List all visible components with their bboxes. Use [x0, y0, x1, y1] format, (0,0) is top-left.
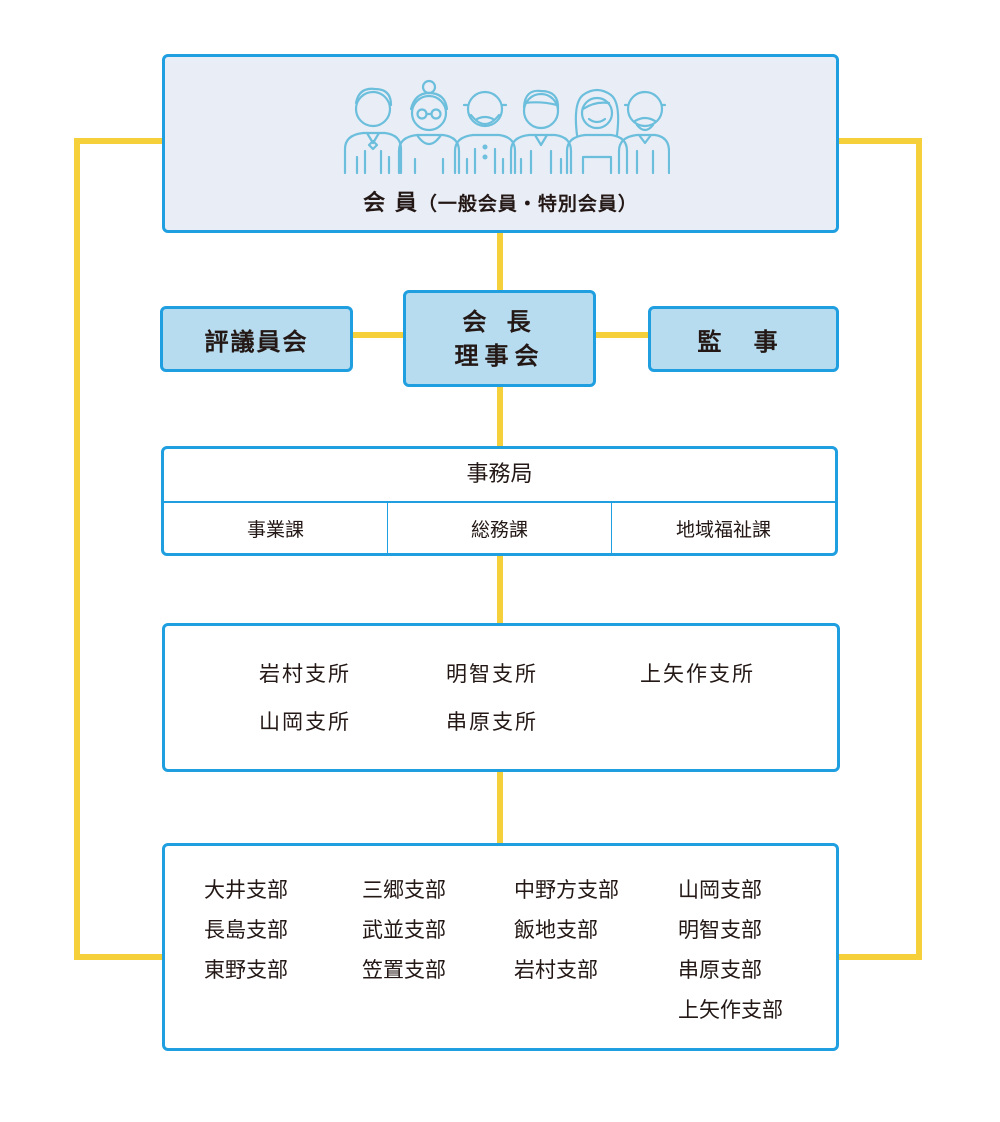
- sub-branch-item: 三郷支部: [362, 878, 446, 902]
- audit-box: 監 事: [648, 306, 839, 372]
- people-group-icon: [343, 79, 670, 175]
- secretariat-title: 事務局: [164, 449, 835, 503]
- audit-label: 監 事: [697, 327, 790, 356]
- branch-office-item: 岩村支所: [259, 662, 351, 686]
- connector-left-vertical: [74, 138, 80, 960]
- sub-branch-item: 岩村支部: [514, 958, 598, 982]
- branch-office-item: 明智支所: [446, 662, 538, 686]
- connector-members-chair: [497, 232, 503, 292]
- sub-branch-item: 長島支部: [204, 918, 288, 942]
- connector-council-chair: [352, 332, 405, 338]
- section-cell: 地域福祉課: [611, 503, 835, 553]
- connector-right-bottom: [837, 954, 922, 960]
- chair-board-box: 会 長 理事会: [403, 290, 596, 387]
- sub-branch-item: 串原支部: [678, 958, 762, 982]
- connector-offices-branches: [497, 771, 503, 845]
- sub-branch-item: 中野方支部: [514, 878, 619, 902]
- branch-office-item: 山岡支所: [259, 710, 351, 734]
- members-box: 会 員（一般会員・特別会員）: [162, 54, 839, 233]
- secretariat-box: 事務局 事業課 総務課 地域福祉課: [161, 446, 838, 556]
- members-label: 会 員（一般会員・特別会員）: [165, 185, 836, 217]
- sub-branch-item: 東野支部: [204, 958, 288, 982]
- chair-label: 会 長: [462, 307, 537, 336]
- sub-branches-box: 大井支部 長島支部 東野支部 三郷支部 武並支部 笠置支部 中野方支部 飯地支部…: [162, 843, 839, 1051]
- connector-left-top: [74, 138, 164, 144]
- connector-chair-audit: [594, 332, 650, 338]
- connector-chair-secretariat: [497, 386, 503, 448]
- members-subtitle: （一般会員・特別会員）: [417, 193, 638, 215]
- connector-secretariat-offices: [497, 555, 503, 625]
- sub-branch-item: 飯地支部: [514, 918, 598, 942]
- members-title: 会 員: [363, 191, 418, 216]
- connector-right-vertical: [916, 138, 922, 960]
- branch-offices-box: 岩村支所 明智支所 上矢作支所 山岡支所 串原支所: [162, 623, 840, 772]
- connector-left-bottom: [74, 954, 164, 960]
- council-box: 評議員会: [160, 306, 353, 372]
- connector-right-top: [837, 138, 922, 144]
- sub-branch-item: 笠置支部: [362, 958, 446, 982]
- branch-office-item: 串原支所: [446, 710, 538, 734]
- council-label: 評議員会: [204, 327, 309, 356]
- sub-branch-item: 明智支部: [678, 918, 762, 942]
- sub-branch-item: 上矢作支部: [678, 998, 783, 1022]
- branch-office-item: 上矢作支所: [640, 662, 755, 686]
- section-cell: 総務課: [387, 503, 611, 553]
- sub-branch-item: 山岡支部: [678, 878, 762, 902]
- sub-branch-item: 大井支部: [204, 878, 288, 902]
- board-label: 理事会: [454, 341, 545, 370]
- section-cell: 事業課: [246, 518, 304, 541]
- secretariat-sections: 事業課 総務課 地域福祉課: [164, 503, 835, 553]
- sub-branch-item: 武並支部: [362, 918, 446, 942]
